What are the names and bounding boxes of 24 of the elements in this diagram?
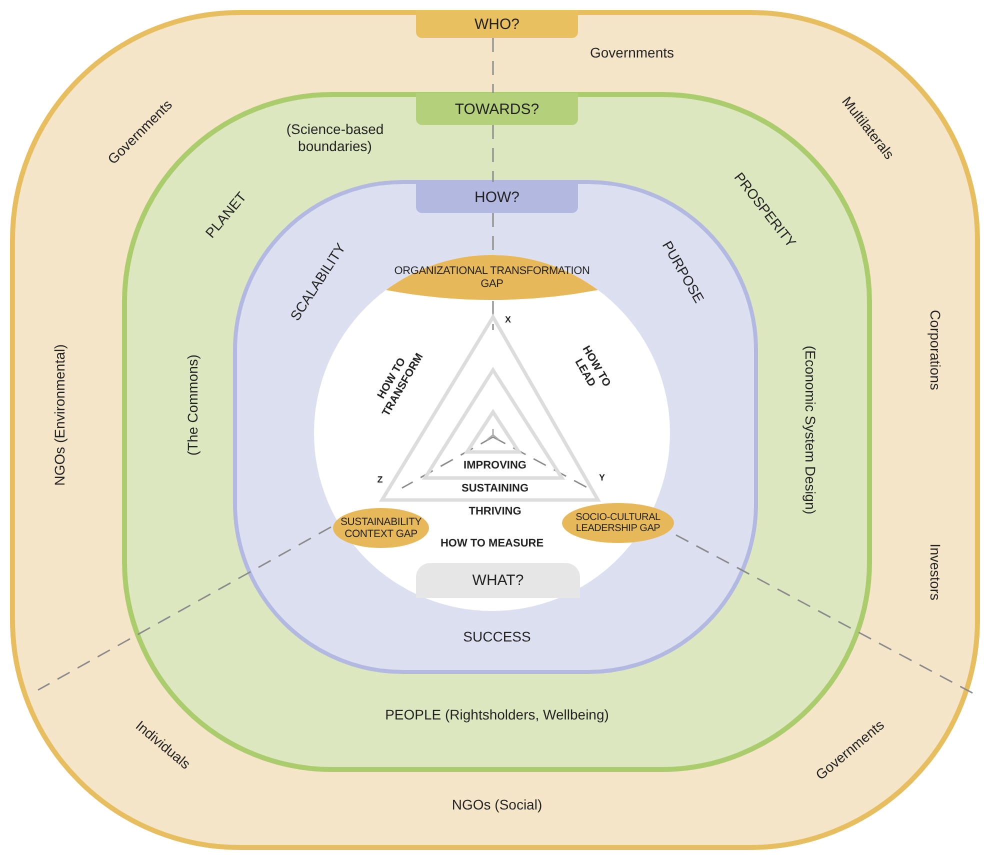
band-label: SUCCESS: [463, 628, 531, 646]
level-label: THRIVING: [468, 505, 522, 519]
vertex-label: Z: [377, 474, 383, 486]
actor-label: NGOs (Environmental): [52, 343, 68, 488]
band-note: (Economic System Design): [802, 346, 818, 514]
band-note: (Science-based boundaries): [285, 121, 385, 155]
heading-tab: WHAT?: [416, 563, 580, 598]
actor-label: NGOs (Social): [452, 796, 542, 814]
gap-ellipse: [333, 508, 429, 548]
vertex-label: Y: [599, 472, 605, 484]
actor-label: Corporations: [926, 310, 944, 390]
gap-label: SUSTAINABILITY CONTEXT GAP: [339, 516, 423, 540]
gap-label: SOCIO-CULTURAL LEADERSHIP GAP: [574, 512, 662, 534]
measure-label: HOW TO MEASURE: [440, 537, 544, 551]
heading-tab: TOWARDS?: [416, 93, 578, 125]
band-label: PEOPLE (Rightsholders, Wellbeing): [385, 706, 609, 724]
level-label: SUSTAINING: [461, 482, 529, 496]
actor-label: Governments: [590, 44, 674, 62]
outer-band: [10, 10, 980, 850]
level-label: IMPROVING: [464, 459, 526, 473]
actor-label: Investors: [926, 544, 944, 600]
band-note: (The Commons): [184, 354, 202, 456]
vertex-label: X: [505, 314, 511, 326]
heading-tab: HOW?: [416, 182, 578, 213]
